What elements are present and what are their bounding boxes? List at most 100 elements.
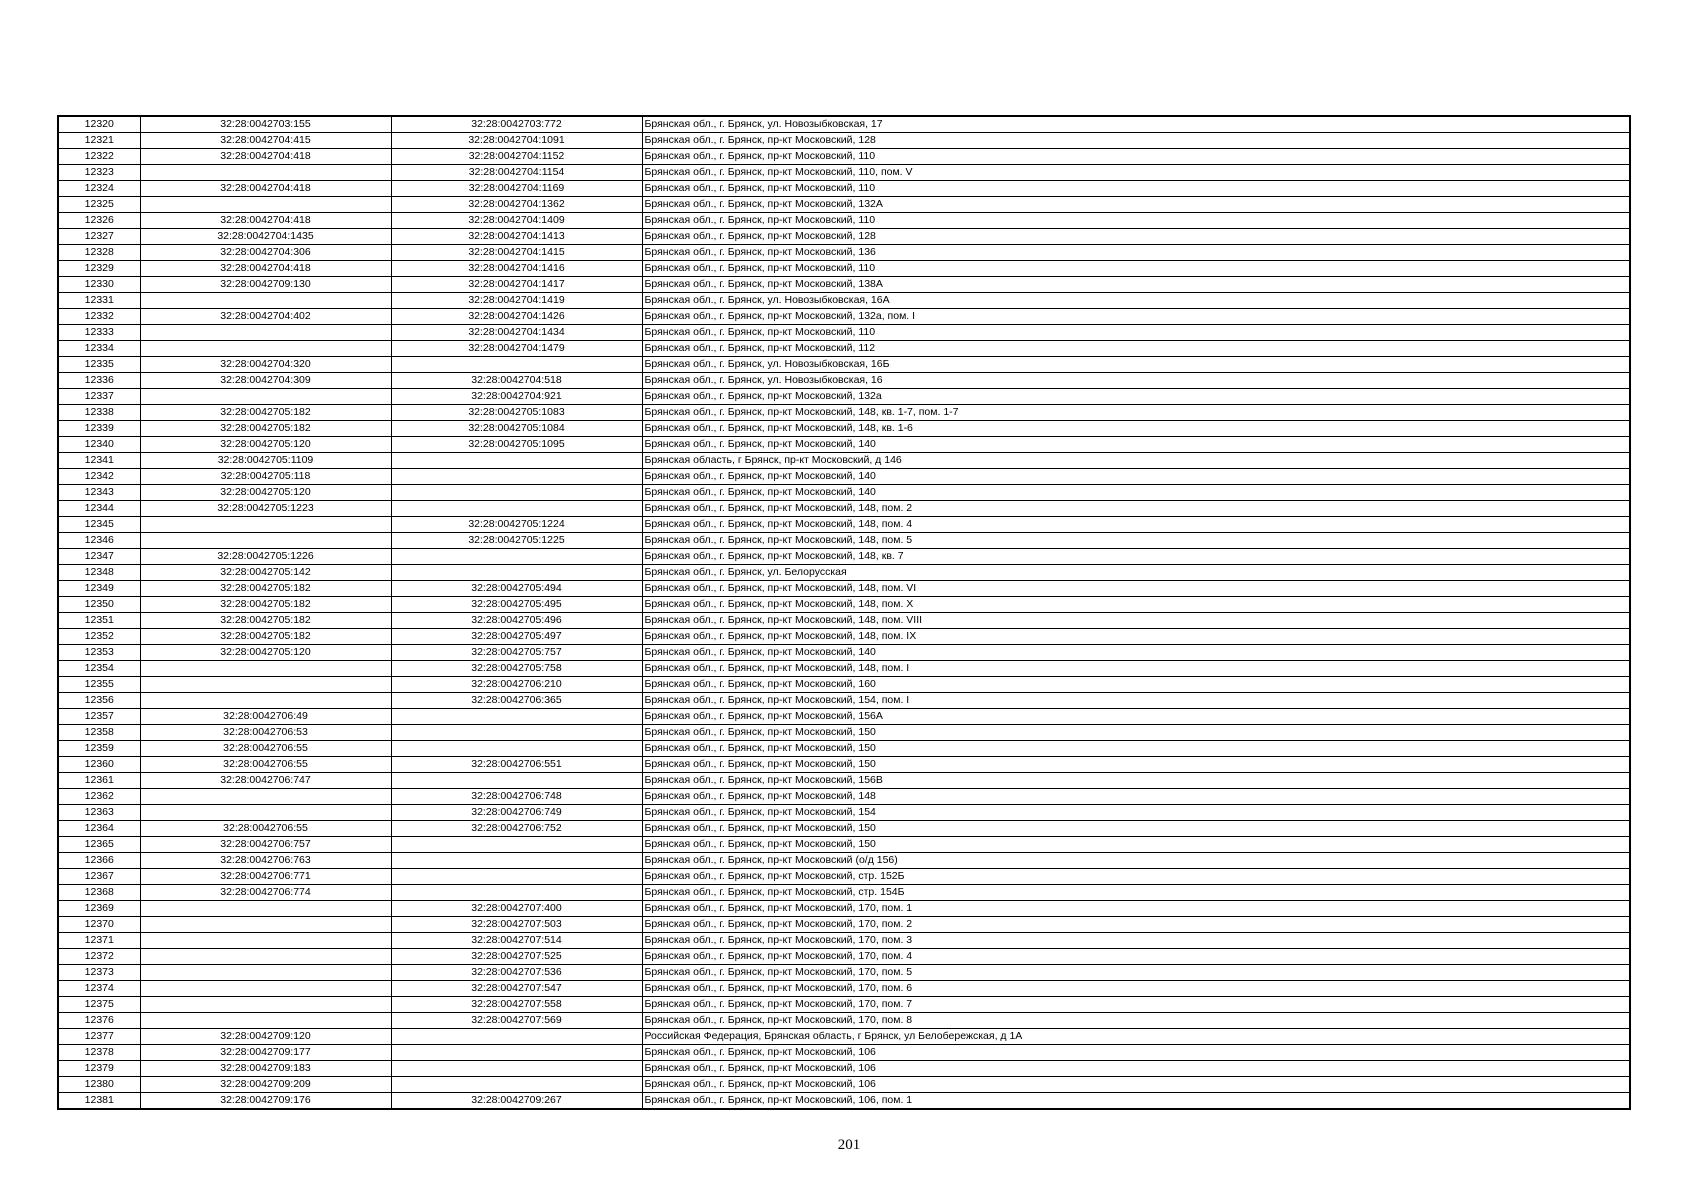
row-number-cell: 12370 (57, 916, 141, 933)
address-cell: Брянская обл., г. Брянск, пр-кт Московск… (641, 852, 1631, 869)
row-number-cell: 12358 (57, 724, 141, 741)
address-cell: Брянская обл., г. Брянск, пр-кт Московск… (641, 308, 1631, 325)
cadastral-number-cell: 32:28:0042704:306 (139, 244, 392, 261)
address-cell: Брянская обл., г. Брянск, пр-кт Московск… (641, 244, 1631, 261)
related-cadastral-number-cell (390, 724, 643, 741)
related-cadastral-number-cell: 32:28:0042705:1083 (390, 404, 643, 421)
related-cadastral-number-cell: 32:28:0042704:1416 (390, 260, 643, 277)
address-cell: Брянская обл., г. Брянск, пр-кт Московск… (641, 612, 1631, 629)
cadastral-number-cell (139, 932, 392, 949)
related-cadastral-number-cell: 32:28:0042705:1225 (390, 532, 643, 549)
row-number-cell: 12322 (57, 148, 141, 165)
cadastral-number-cell: 32:28:0042705:1226 (139, 548, 392, 565)
related-cadastral-number-cell: 32:28:0042706:748 (390, 788, 643, 805)
related-cadastral-number-cell (390, 1060, 643, 1077)
row-number-cell: 12371 (57, 932, 141, 949)
address-cell: Брянская обл., г. Брянск, пр-кт Московск… (641, 628, 1631, 645)
address-cell: Брянская обл., г. Брянск, пр-кт Московск… (641, 1076, 1631, 1093)
cadastral-number-cell: 32:28:0042704:418 (139, 180, 392, 197)
cadastral-number-cell: 32:28:0042706:55 (139, 820, 392, 837)
cadastral-number-cell (139, 324, 392, 341)
row-number-cell: 12330 (57, 276, 141, 293)
row-number-cell: 12352 (57, 628, 141, 645)
cadastral-number-cell: 32:28:0042704:309 (139, 372, 392, 389)
row-number-cell: 12332 (57, 308, 141, 325)
address-cell: Брянская обл., г. Брянск, ул. Белорусска… (641, 564, 1631, 581)
cadastral-number-cell: 32:28:0042709:209 (139, 1076, 392, 1093)
address-cell: Брянская обл., г. Брянск, пр-кт Московск… (641, 436, 1631, 453)
related-cadastral-number-cell (390, 740, 643, 757)
cadastral-number-cell: 32:28:0042705:142 (139, 564, 392, 581)
related-cadastral-number-cell: 32:28:0042705:496 (390, 612, 643, 629)
related-cadastral-number-cell: 32:28:0042706:752 (390, 820, 643, 837)
address-cell: Брянская область, г Брянск, пр-кт Москов… (641, 452, 1631, 469)
row-number-cell: 12323 (57, 164, 141, 181)
related-cadastral-number-cell: 32:28:0042706:210 (390, 676, 643, 693)
address-cell: Брянская обл., г. Брянск, пр-кт Московск… (641, 756, 1631, 773)
related-cadastral-number-cell: 32:28:0042706:365 (390, 692, 643, 709)
cadastral-number-cell (139, 388, 392, 405)
address-cell: Брянская обл., г. Брянск, пр-кт Московск… (641, 148, 1631, 165)
cadastral-number-cell: 32:28:0042704:1435 (139, 228, 392, 245)
cadastral-number-cell: 32:28:0042709:177 (139, 1044, 392, 1061)
related-cadastral-number-cell: 32:28:0042707:547 (390, 980, 643, 997)
related-cadastral-number-cell: 32:28:0042707:536 (390, 964, 643, 981)
related-cadastral-number-cell (390, 852, 643, 869)
row-number-cell: 12381 (57, 1092, 141, 1110)
address-cell: Брянская обл., г. Брянск, пр-кт Московск… (641, 772, 1631, 789)
cadastral-number-cell: 32:28:0042705:1223 (139, 500, 392, 517)
address-cell: Брянская обл., г. Брянск, пр-кт Московск… (641, 740, 1631, 757)
cadastral-number-cell (139, 196, 392, 213)
related-cadastral-number-cell: 32:28:0042704:1419 (390, 292, 643, 309)
related-cadastral-number-cell: 32:28:0042707:514 (390, 932, 643, 949)
row-number-cell: 12375 (57, 996, 141, 1013)
address-cell: Брянская обл., г. Брянск, пр-кт Московск… (641, 1044, 1631, 1061)
cadastral-number-cell: 32:28:0042706:55 (139, 756, 392, 773)
related-cadastral-number-cell (390, 1044, 643, 1061)
row-number-cell: 12376 (57, 1012, 141, 1029)
row-number-cell: 12336 (57, 372, 141, 389)
cadastral-number-cell (139, 692, 392, 709)
address-cell: Брянская обл., г. Брянск, пр-кт Московск… (641, 468, 1631, 485)
cadastral-number-cell (139, 1012, 392, 1029)
cadastral-number-cell: 32:28:0042709:120 (139, 1028, 392, 1045)
address-cell: Брянская обл., г. Брянск, ул. Новозыбков… (641, 292, 1631, 309)
cadastral-number-cell (139, 676, 392, 693)
related-cadastral-number-cell: 32:28:0042705:494 (390, 580, 643, 597)
cadastral-number-cell: 32:28:0042705:182 (139, 404, 392, 421)
row-number-cell: 12346 (57, 532, 141, 549)
cadastral-number-cell: 32:28:0042705:182 (139, 612, 392, 629)
address-cell: Брянская обл., г. Брянск, ул. Новозыбков… (641, 115, 1631, 133)
related-cadastral-number-cell (390, 836, 643, 853)
address-cell: Брянская обл., г. Брянск, пр-кт Московск… (641, 836, 1631, 853)
address-cell: Брянская обл., г. Брянск, пр-кт Московск… (641, 724, 1631, 741)
row-number-cell: 12342 (57, 468, 141, 485)
related-cadastral-number-cell: 32:28:0042704:1091 (390, 132, 643, 149)
address-cell: Брянская обл., г. Брянск, пр-кт Московск… (641, 1092, 1631, 1110)
